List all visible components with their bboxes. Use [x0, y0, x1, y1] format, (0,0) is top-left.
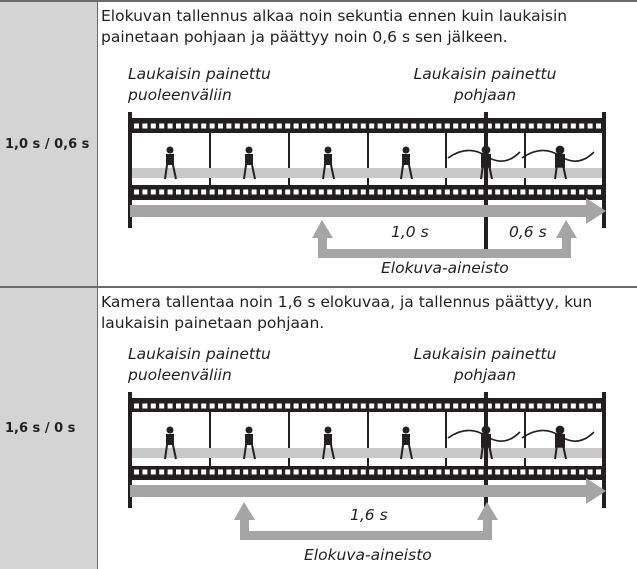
- footage-bracket: [312, 220, 577, 258]
- runner-figure: [521, 425, 595, 460]
- setting-cell-row2: 1,6 s / 0 s: [0, 288, 97, 569]
- footage-label: Elokuva-aineisto: [381, 259, 509, 277]
- runner-figure: [447, 425, 521, 460]
- setting-cell-row1: 1,0 s / 0,6 s: [0, 2, 97, 286]
- filmstrip-diagram-row1: [128, 112, 606, 258]
- full-press-label-line2: pohjaan: [453, 86, 517, 104]
- runner-figure: [521, 145, 595, 180]
- duration-before-label: 1,0 s: [391, 223, 429, 241]
- half-press-label-line1: Laukaisin painettu: [128, 65, 271, 83]
- runner-figure: [243, 426, 256, 460]
- full-press-label-line1: Laukaisin painettu: [413, 65, 557, 83]
- runner-figure: [164, 426, 177, 460]
- timeline-arrow: [130, 198, 606, 224]
- half-press-label-line2: puoleenväliin: [128, 366, 232, 384]
- footage-label: Elokuva-aineisto: [304, 546, 432, 564]
- half-press-label-line2: puoleenväliin: [128, 86, 232, 104]
- table-row-divider: [0, 286, 637, 288]
- setting-label: 1,0 s / 0,6 s: [5, 136, 90, 152]
- table-top-rule: [0, 0, 637, 2]
- filmstrip-diagram-row2: [128, 392, 606, 540]
- runner-figure: [400, 426, 413, 460]
- film-strip: [128, 398, 606, 480]
- duration-before-label: 1,6 s: [350, 506, 388, 524]
- runner-figure: [322, 146, 335, 180]
- runner-figure: [322, 426, 335, 460]
- setting-label: 1,6 s / 0 s: [5, 421, 76, 436]
- runner-figure: [243, 146, 256, 180]
- footage-bracket: [234, 502, 498, 540]
- duration-after-label: 0,6 s: [509, 223, 547, 241]
- timeline-arrow: [130, 478, 606, 504]
- half-press-label: Laukaisin painettu puoleenväliin: [128, 64, 271, 106]
- table-column-divider: [96, 0, 98, 569]
- half-press-label-line1: Laukaisin painettu: [128, 345, 271, 363]
- runner-figure: [164, 146, 177, 180]
- runner-figure: [447, 145, 521, 180]
- film-strip: [128, 118, 606, 200]
- runner-figure: [400, 146, 413, 180]
- full-press-label-line1: Laukaisin painettu: [413, 345, 557, 363]
- row1-description: Elokuvan tallennus alkaa noin sekuntia e…: [101, 7, 568, 46]
- full-press-label: Laukaisin painettu pohjaan: [400, 64, 570, 106]
- half-press-label: Laukaisin painettu puoleenväliin: [128, 344, 271, 386]
- full-press-label-line2: pohjaan: [453, 366, 517, 384]
- row2-description: Kamera tallentaa noin 1,6 s elokuvaa, ja…: [101, 293, 593, 332]
- full-press-label: Laukaisin painettu pohjaan: [400, 344, 570, 386]
